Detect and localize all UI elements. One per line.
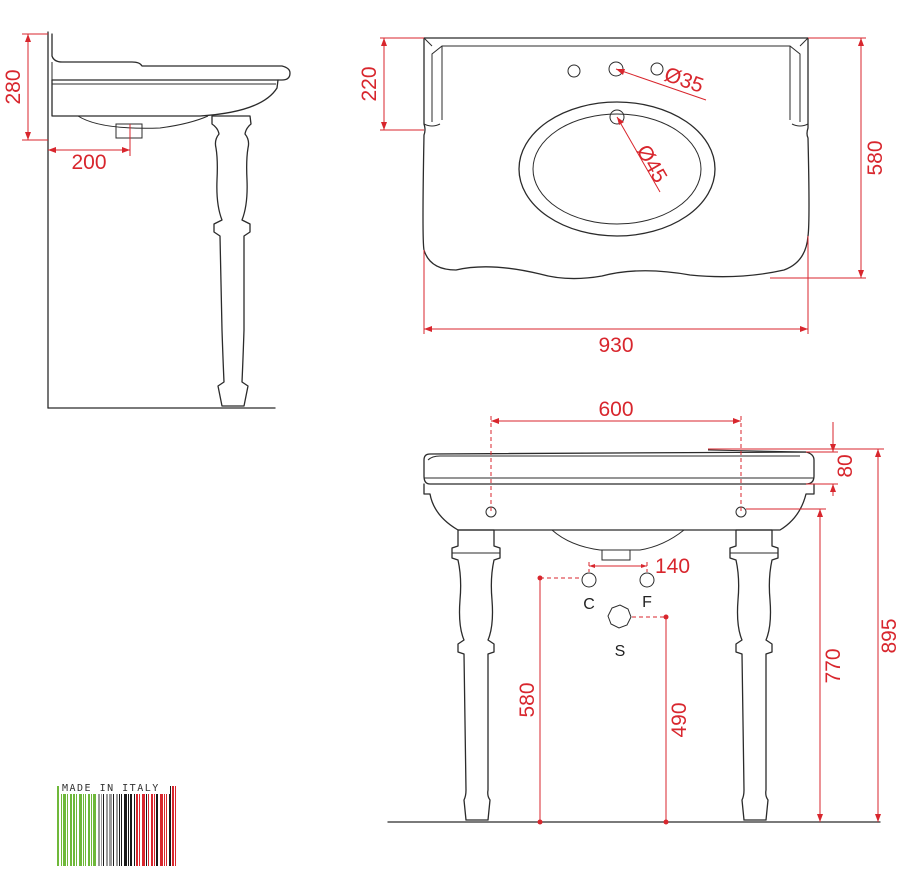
basin-bowl	[518, 101, 716, 237]
cold-supply-icon	[639, 572, 655, 588]
barcode-bar	[160, 786, 163, 866]
top-total-depth-label: 580	[864, 140, 887, 175]
supply-spacing-label: 140	[655, 555, 690, 578]
top-view-depth-dimension: 580	[770, 37, 887, 279]
waste-height-dimension: 490	[632, 614, 691, 825]
waste-height-label: 490	[668, 702, 691, 737]
side-view-basin	[51, 33, 291, 139]
barcode-bar	[91, 786, 92, 866]
hot-supply-icon	[581, 572, 597, 588]
top-view-basin	[422, 37, 810, 280]
basin-height-dimension: 770	[746, 508, 845, 822]
hot-supply-label: C	[583, 596, 595, 613]
barcode-bar	[172, 786, 174, 866]
barcode-bar	[106, 786, 108, 866]
overflow-hole	[609, 109, 625, 125]
barcode-bar	[70, 786, 72, 866]
barcode-bar	[151, 786, 153, 866]
barcode-bar	[134, 786, 135, 866]
side-view-height-dimension: 280	[2, 33, 48, 141]
front-view-right-leg	[729, 529, 779, 821]
barcode-bar	[67, 786, 68, 866]
legs-spacing-label: 600	[598, 398, 633, 421]
barcode-bar	[119, 786, 120, 866]
drain-hole-callout: Ø45	[616, 116, 672, 193]
side-view-leg	[211, 115, 252, 407]
barcode-bar	[109, 786, 112, 866]
drain-hole-label: Ø45	[632, 141, 672, 187]
tap-hole-left	[567, 64, 581, 78]
made-in-italy-text: MADE IN ITALY	[62, 783, 160, 794]
cold-supply-label: F	[642, 594, 652, 611]
legs-spacing-dimension: 600	[490, 398, 742, 512]
rim-dimension: 80	[806, 422, 857, 496]
side-depth-label: 200	[71, 151, 106, 174]
top-width-label: 930	[598, 334, 633, 357]
basin-inner-rim	[532, 113, 702, 225]
tap-hole-callout: Ø35	[615, 63, 706, 101]
barcode-bar	[98, 786, 100, 866]
front-view-basin	[423, 449, 815, 561]
barcode-bar	[113, 786, 114, 866]
tap-hole-right	[650, 62, 664, 76]
barcode-bar	[93, 786, 96, 866]
barcode-bar	[175, 786, 176, 866]
front-view: C F S 600 80 140	[387, 398, 901, 825]
supply-height-dimension: 580	[516, 575, 582, 825]
barcode-bar	[88, 786, 90, 866]
barcode-bar	[124, 786, 127, 866]
side-height-label: 280	[2, 69, 25, 104]
waste-outlet-label: S	[615, 643, 626, 660]
front-view-supply-fittings: C F S	[581, 572, 655, 660]
total-height-label: 895	[878, 618, 901, 653]
top-view: 220 580 930 Ø35 Ø45	[358, 37, 887, 357]
barcode-bar	[101, 786, 102, 866]
basin-height-label: 770	[822, 648, 845, 683]
supply-spacing-dimension: 140	[588, 555, 690, 578]
barcode-bar	[146, 786, 147, 866]
top-back-depth-label: 220	[358, 66, 381, 101]
barcode-bar	[121, 786, 122, 866]
barcode-bar	[128, 786, 129, 866]
made-in-italy-logo: MADE IN ITALY	[57, 780, 176, 866]
barcode-bar	[57, 786, 59, 866]
barcode-bar	[139, 786, 140, 866]
barcode-bar	[73, 786, 75, 866]
barcode-bar	[164, 786, 165, 866]
top-view-width-dimension: 930	[423, 236, 809, 357]
barcode-bar	[79, 786, 82, 866]
barcode-bar	[169, 786, 171, 866]
side-view: 280 200	[2, 31, 291, 409]
barcode-bar	[154, 786, 155, 866]
rim-height-label: 80	[834, 454, 857, 477]
tap-hole-label: Ø35	[661, 63, 706, 98]
side-view-depth-dimension: 200	[48, 124, 131, 174]
side-view-wall	[47, 31, 276, 409]
barcode-bar	[136, 786, 138, 866]
barcode-bar	[142, 786, 145, 866]
barcode-bar	[63, 786, 66, 866]
barcode-bar	[166, 786, 167, 866]
barcode-bar	[103, 786, 104, 866]
barcode-bar	[116, 786, 118, 866]
barcode-bar	[148, 786, 149, 866]
barcode-bar	[156, 786, 158, 866]
barcode-bar	[83, 786, 84, 866]
front-view-left-leg	[451, 529, 501, 821]
top-view-back-dimension: 220	[358, 37, 424, 131]
barcode-flag-icon	[57, 786, 176, 866]
waste-outlet-icon	[607, 604, 632, 629]
barcode-bar	[130, 786, 132, 866]
barcode-bar	[85, 786, 86, 866]
barcode-bar	[76, 786, 77, 866]
supply-height-label: 580	[516, 682, 539, 717]
total-height-dimension: 895	[708, 448, 901, 822]
barcode-bar	[61, 786, 62, 866]
